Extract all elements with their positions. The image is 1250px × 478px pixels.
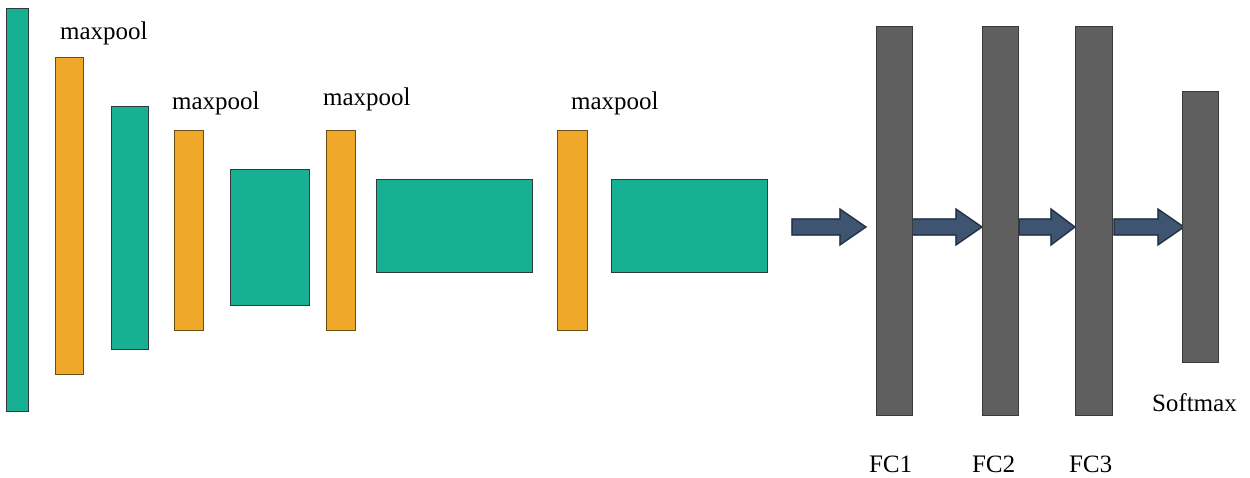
right-arrow-icon: [1018, 207, 1077, 247]
maxpool-block-4: [557, 130, 588, 331]
maxpool-block-2: [174, 130, 204, 331]
fc1-label: FC1: [869, 451, 913, 478]
fc-layer-3: [1075, 26, 1113, 416]
right-arrow-icon: [1113, 207, 1186, 247]
maxpool-label-4: maxpool: [571, 88, 659, 115]
right-arrow-icon: [791, 207, 868, 247]
fc3-label: FC3: [1069, 451, 1113, 478]
fc2-label: FC2: [972, 451, 1016, 478]
conv-block-1: [6, 8, 29, 412]
conv-block-3: [230, 169, 310, 306]
softmax-label: Softmax: [1152, 390, 1237, 417]
maxpool-label-1: maxpool: [60, 18, 148, 45]
maxpool-label-3: maxpool: [323, 84, 411, 111]
conv-block-2: [111, 106, 149, 350]
softmax-layer: [1182, 91, 1219, 363]
maxpool-block-1: [55, 57, 84, 375]
fc-layer-2: [982, 26, 1019, 416]
maxpool-label-2: maxpool: [172, 88, 260, 115]
right-arrow-icon: [911, 207, 984, 247]
conv-block-4: [376, 179, 533, 273]
conv-block-5: [611, 179, 768, 273]
maxpool-block-3: [326, 130, 356, 331]
fc-layer-1: [876, 26, 913, 416]
